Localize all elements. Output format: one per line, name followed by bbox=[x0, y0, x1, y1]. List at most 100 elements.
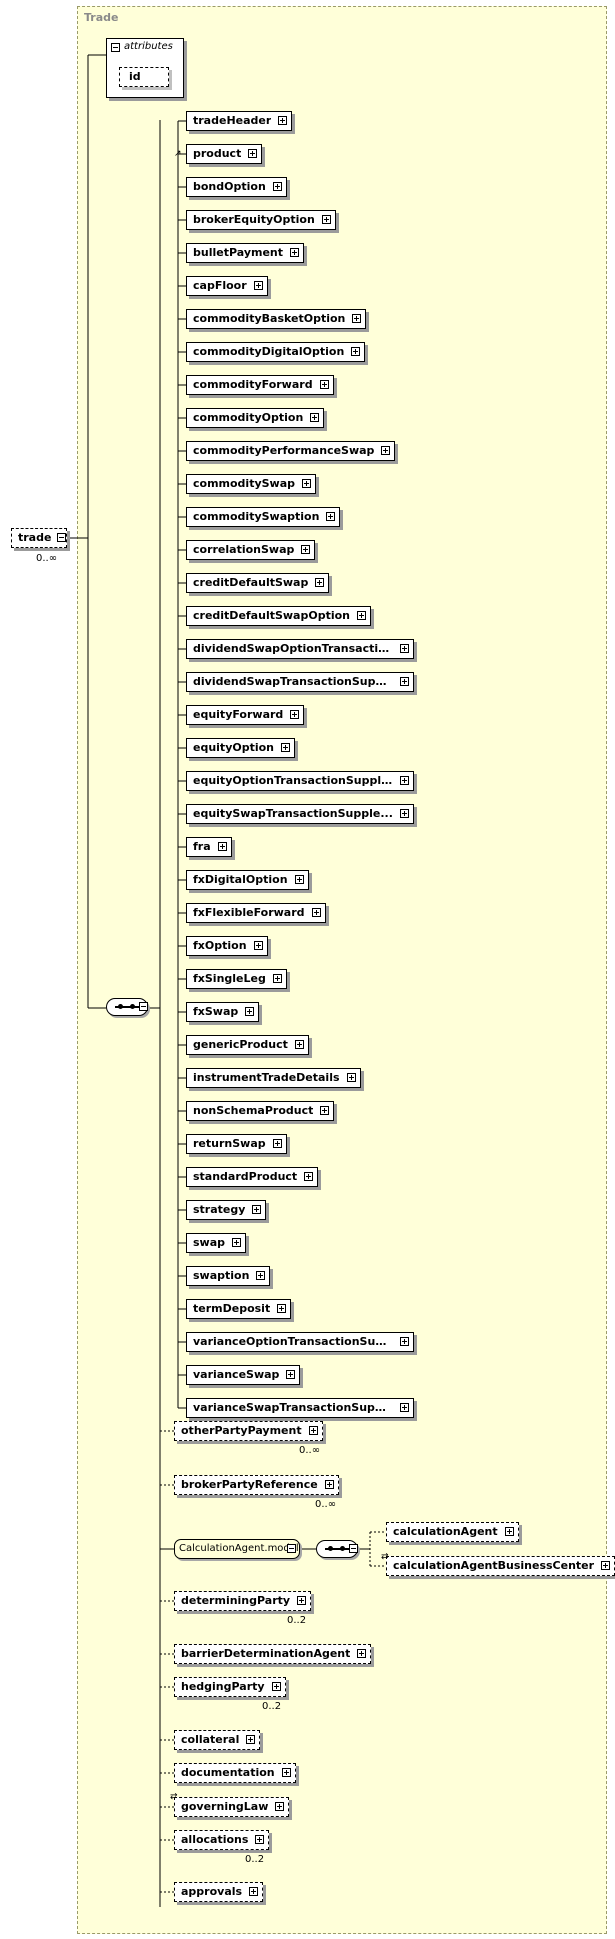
expand-icon[interactable] bbox=[273, 974, 282, 983]
group-calculation-agent-model[interactable]: CalculationAgent.model bbox=[174, 1539, 300, 1559]
element-standard-product[interactable]: standardProduct bbox=[186, 1167, 318, 1187]
attribute-id[interactable]: id bbox=[119, 67, 169, 87]
root-element-trade[interactable]: trade bbox=[11, 528, 67, 548]
element-dividend-swap-transaction-suppl[interactable]: dividendSwapTransactionSuppl... bbox=[186, 672, 414, 692]
sequence-compositor-main[interactable] bbox=[106, 998, 148, 1016]
expand-icon[interactable] bbox=[400, 1403, 409, 1412]
expand-icon[interactable] bbox=[252, 1205, 261, 1214]
element-calculation-agent[interactable]: calculationAgent bbox=[386, 1522, 519, 1542]
expand-icon[interactable] bbox=[273, 1139, 282, 1148]
expand-icon[interactable] bbox=[312, 908, 321, 917]
element-commodity-forward[interactable]: commodityForward bbox=[186, 375, 334, 395]
expand-icon[interactable] bbox=[272, 1682, 281, 1691]
expand-icon[interactable] bbox=[286, 1370, 295, 1379]
expand-icon[interactable] bbox=[277, 1304, 286, 1313]
expand-icon[interactable] bbox=[309, 1426, 318, 1435]
element-broker-equity-option[interactable]: brokerEquityOption bbox=[186, 210, 336, 230]
element-dividend-swap-option-transactio[interactable]: dividendSwapOptionTransactio... bbox=[186, 639, 414, 659]
expand-icon[interactable] bbox=[295, 1040, 304, 1049]
expand-icon[interactable] bbox=[297, 1596, 306, 1605]
element-commodity-option[interactable]: commodityOption bbox=[186, 408, 324, 428]
element-equity-forward[interactable]: equityForward bbox=[186, 705, 304, 725]
collapse-nested-sequence-icon[interactable] bbox=[349, 1544, 358, 1553]
element-variance-option-transaction-sup[interactable]: varianceOptionTransactionSup... bbox=[186, 1332, 414, 1352]
element-variance-swap[interactable]: varianceSwap bbox=[186, 1365, 300, 1385]
element-fx-swap[interactable]: fxSwap bbox=[186, 1002, 259, 1022]
element-cap-floor[interactable]: capFloor bbox=[186, 276, 268, 296]
element-commodity-performance-swap[interactable]: commodityPerformanceSwap bbox=[186, 441, 395, 461]
element-barrier-determination-agent[interactable]: barrierDeterminationAgent bbox=[174, 1644, 371, 1664]
collapse-group-icon[interactable] bbox=[287, 1544, 296, 1553]
expand-icon[interactable] bbox=[326, 512, 335, 521]
element-variance-swap-transaction-suppl[interactable]: varianceSwapTransactionSuppl... bbox=[186, 1398, 414, 1418]
collapse-icon[interactable] bbox=[57, 533, 66, 542]
expand-icon[interactable] bbox=[400, 809, 409, 818]
element-documentation[interactable]: documentation bbox=[174, 1763, 296, 1783]
element-strategy[interactable]: strategy bbox=[186, 1200, 266, 1220]
element-fra[interactable]: fra bbox=[186, 837, 232, 857]
element-swaption[interactable]: swaption bbox=[186, 1266, 270, 1286]
element-term-deposit[interactable]: termDeposit bbox=[186, 1299, 291, 1319]
element-calculation-agent-business-center[interactable]: calculationAgentBusinessCenter bbox=[386, 1556, 615, 1576]
expand-icon[interactable] bbox=[381, 446, 390, 455]
expand-icon[interactable] bbox=[400, 677, 409, 686]
expand-icon[interactable] bbox=[325, 1480, 334, 1489]
expand-icon[interactable] bbox=[322, 215, 331, 224]
element-product[interactable]: product bbox=[186, 144, 262, 164]
expand-icon[interactable] bbox=[255, 1835, 264, 1844]
expand-icon[interactable] bbox=[301, 545, 310, 554]
element-fx-option[interactable]: fxOption bbox=[186, 936, 268, 956]
expand-icon[interactable] bbox=[302, 479, 311, 488]
expand-icon[interactable] bbox=[254, 941, 263, 950]
expand-icon[interactable] bbox=[601, 1561, 610, 1570]
element-fx-single-leg[interactable]: fxSingleLeg bbox=[186, 969, 287, 989]
element-swap[interactable]: swap bbox=[186, 1233, 246, 1253]
collapse-attributes-icon[interactable] bbox=[111, 43, 120, 52]
element-correlation-swap[interactable]: correlationSwap bbox=[186, 540, 315, 560]
element-credit-default-swap-option[interactable]: creditDefaultSwapOption bbox=[186, 606, 371, 626]
sequence-compositor-calculation-agent[interactable] bbox=[316, 1540, 358, 1558]
expand-icon[interactable] bbox=[232, 1238, 241, 1247]
element-bond-option[interactable]: bondOption bbox=[186, 177, 287, 197]
expand-icon[interactable] bbox=[351, 347, 360, 356]
expand-icon[interactable] bbox=[256, 1271, 265, 1280]
expand-icon[interactable] bbox=[400, 1337, 409, 1346]
element-instrument-trade-details[interactable]: instrumentTradeDetails bbox=[186, 1068, 361, 1088]
collapse-sequence-icon[interactable] bbox=[139, 1002, 148, 1011]
expand-icon[interactable] bbox=[315, 578, 324, 587]
element-other-party-payment[interactable]: otherPartyPayment bbox=[174, 1421, 323, 1441]
element-fx-flexible-forward[interactable]: fxFlexibleForward bbox=[186, 903, 326, 923]
element-return-swap[interactable]: returnSwap bbox=[186, 1134, 287, 1154]
expand-icon[interactable] bbox=[273, 182, 282, 191]
expand-icon[interactable] bbox=[218, 842, 227, 851]
element-allocations[interactable]: allocations bbox=[174, 1830, 269, 1850]
element-equity-swap-transaction-supple[interactable]: equitySwapTransactionSupple... bbox=[186, 804, 414, 824]
expand-icon[interactable] bbox=[352, 314, 361, 323]
element-approvals[interactable]: approvals bbox=[174, 1882, 263, 1902]
element-commodity-basket-option[interactable]: commodityBasketOption bbox=[186, 309, 366, 329]
expand-icon[interactable] bbox=[320, 1106, 329, 1115]
expand-icon[interactable] bbox=[357, 611, 366, 620]
element-commodity-swap[interactable]: commoditySwap bbox=[186, 474, 316, 494]
element-collateral[interactable]: collateral bbox=[174, 1730, 260, 1750]
expand-icon[interactable] bbox=[505, 1527, 514, 1536]
expand-icon[interactable] bbox=[282, 1768, 291, 1777]
element-commodity-swaption[interactable]: commoditySwaption bbox=[186, 507, 340, 527]
expand-icon[interactable] bbox=[290, 710, 299, 719]
element-trade-header[interactable]: tradeHeader bbox=[186, 111, 292, 131]
element-equity-option-transaction-supple[interactable]: equityOptionTransactionSupple... bbox=[186, 771, 414, 791]
expand-icon[interactable] bbox=[347, 1073, 356, 1082]
element-equity-option[interactable]: equityOption bbox=[186, 738, 295, 758]
expand-icon[interactable] bbox=[400, 644, 409, 653]
element-fx-digital-option[interactable]: fxDigitalOption bbox=[186, 870, 309, 890]
element-commodity-digital-option[interactable]: commodityDigitalOption bbox=[186, 342, 365, 362]
expand-icon[interactable] bbox=[281, 743, 290, 752]
expand-icon[interactable] bbox=[357, 1649, 366, 1658]
expand-icon[interactable] bbox=[295, 875, 304, 884]
expand-icon[interactable] bbox=[310, 413, 319, 422]
element-generic-product[interactable]: genericProduct bbox=[186, 1035, 309, 1055]
element-credit-default-swap[interactable]: creditDefaultSwap bbox=[186, 573, 329, 593]
element-governing-law[interactable]: governingLaw bbox=[174, 1797, 289, 1817]
element-broker-party-reference[interactable]: brokerPartyReference bbox=[174, 1475, 339, 1495]
expand-icon[interactable] bbox=[400, 776, 409, 785]
